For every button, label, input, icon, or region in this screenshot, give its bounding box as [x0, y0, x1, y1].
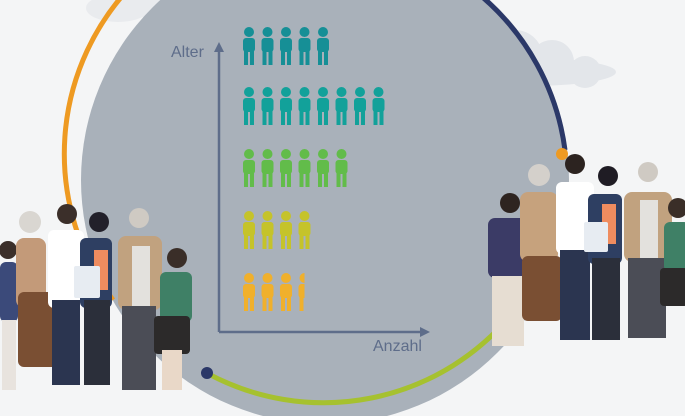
pictogram-row	[243, 27, 329, 65]
x-axis-label: Anzahl	[373, 338, 422, 355]
ring-green	[203, 308, 517, 406]
person-icon	[243, 149, 255, 187]
pictogram-row	[243, 87, 385, 125]
person-icon-partial	[298, 273, 305, 311]
person-icon	[372, 87, 385, 125]
person-icon	[280, 149, 292, 187]
person-icon	[261, 87, 274, 125]
person-illustration	[16, 211, 58, 367]
people-group-left	[0, 204, 192, 390]
person-icon	[298, 27, 311, 65]
people-group-right	[488, 154, 685, 346]
ring-navy	[481, 0, 568, 151]
person-icon	[280, 87, 292, 125]
person-illustration	[488, 193, 528, 346]
person-icon	[243, 87, 255, 125]
person-icon	[261, 149, 274, 187]
person-icon	[335, 87, 348, 125]
ring-dot-navy	[201, 367, 213, 379]
person-illustration	[154, 248, 192, 390]
person-illustration	[624, 162, 672, 338]
person-icon	[298, 211, 311, 249]
ring-dot-orange	[556, 148, 568, 160]
person-illustration	[0, 241, 18, 390]
person-icon	[261, 27, 274, 65]
pictogram-row	[243, 211, 311, 249]
person-icon	[317, 149, 329, 187]
person-icon	[317, 87, 329, 125]
pictogram-row	[243, 273, 305, 311]
person-illustration	[520, 164, 562, 321]
pictogram-chart	[243, 27, 385, 311]
person-icon	[298, 149, 311, 187]
person-icon	[243, 211, 255, 249]
person-icon	[317, 27, 329, 65]
person-icon	[243, 273, 255, 311]
pictogram-row	[243, 149, 348, 187]
person-illustration	[660, 198, 685, 306]
person-illustration	[584, 166, 622, 340]
person-illustration	[74, 212, 112, 385]
person-icon	[280, 211, 292, 249]
person-icon	[261, 273, 274, 311]
person-icon	[280, 27, 292, 65]
person-icon	[280, 273, 292, 311]
person-illustration	[48, 204, 84, 385]
person-icon	[243, 27, 255, 65]
y-axis-label: Alter	[171, 44, 204, 61]
chart-circle	[81, 0, 569, 416]
person-icon	[354, 87, 366, 125]
person-icon	[335, 149, 348, 187]
person-icon	[298, 87, 311, 125]
person-illustration	[556, 154, 594, 340]
chart-axes	[214, 42, 430, 337]
person-icon	[261, 211, 274, 249]
person-illustration	[118, 208, 162, 390]
